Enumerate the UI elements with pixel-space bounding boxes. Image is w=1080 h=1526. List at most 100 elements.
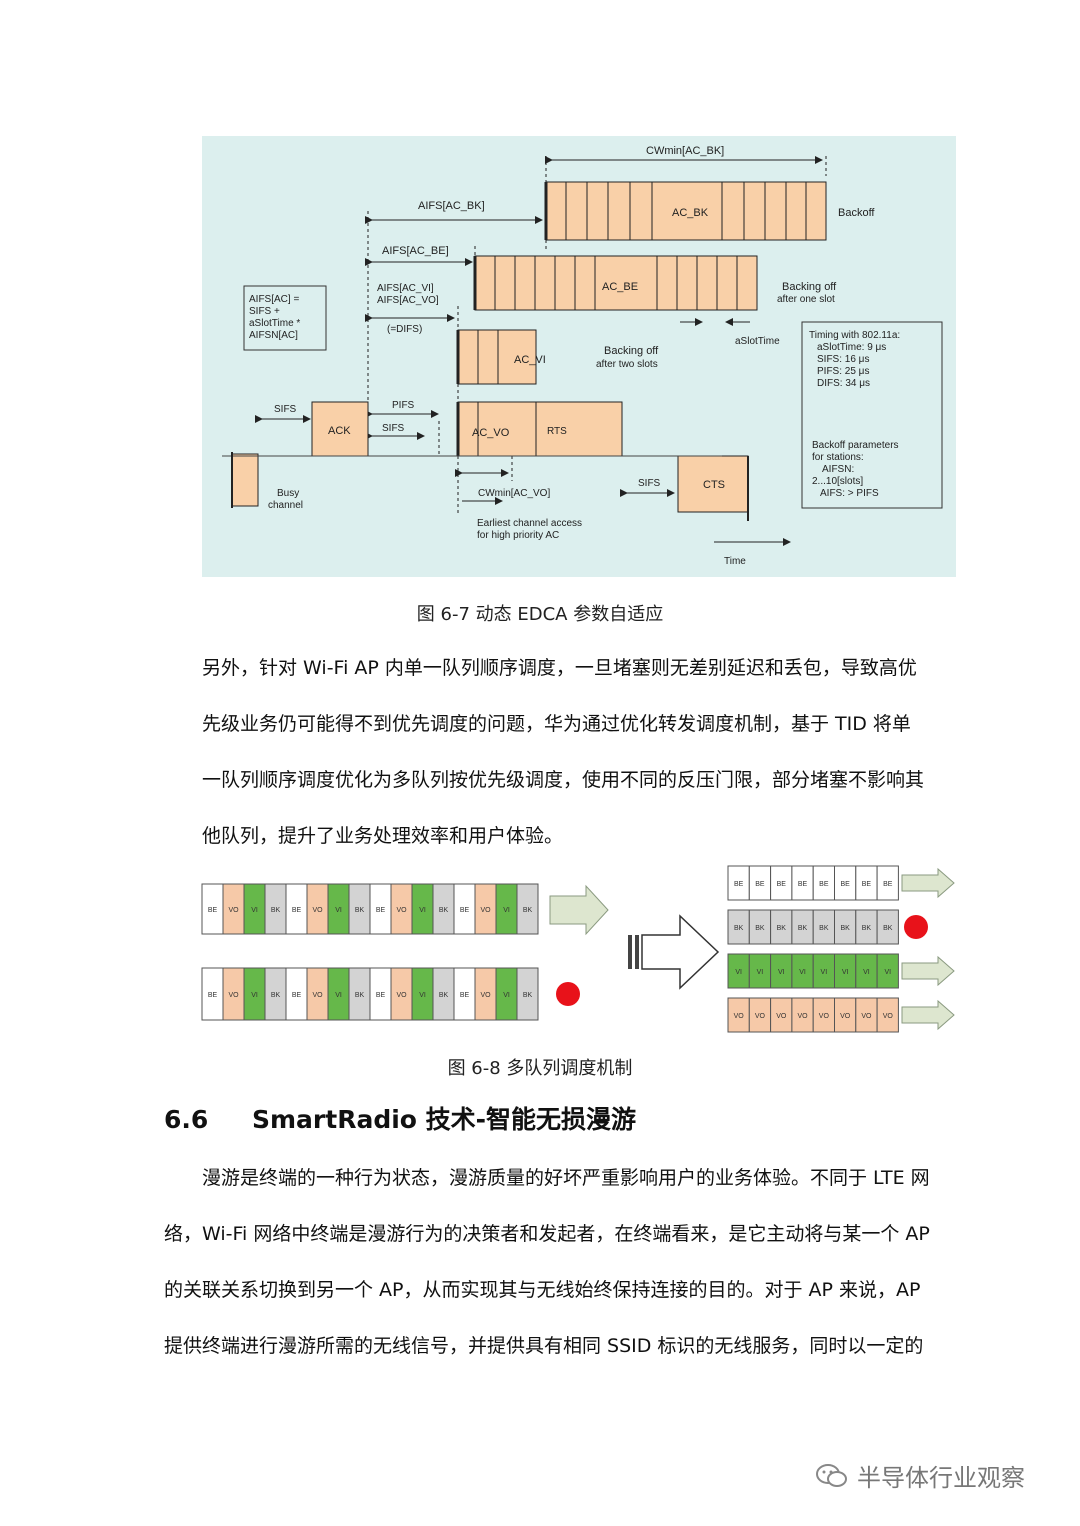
params-line-1: Backoff parameters bbox=[812, 440, 899, 451]
congestion-dot-bottom bbox=[556, 982, 580, 1006]
paragraph-line: 漫游是终端的一种行为状态，漫游质量的好坏严重影响用户的业务体验。不同于 LTE … bbox=[202, 1167, 930, 1189]
queue-cell-label: BK bbox=[271, 992, 281, 999]
queue-cell-label: VI bbox=[419, 992, 426, 999]
multi-queue-cell bbox=[876, 865, 899, 901]
queue-cell-label: BK bbox=[523, 992, 533, 999]
params-line-3: AIFSN: bbox=[822, 464, 854, 475]
timing-line-4: PIFS: 25 μs bbox=[817, 366, 869, 377]
queue-cell-label: BE bbox=[292, 907, 302, 914]
queue-cell-label: VO bbox=[312, 992, 323, 999]
queue-cell-label: BE bbox=[460, 992, 470, 999]
multi-queue-cell bbox=[876, 909, 899, 945]
label-aifs-vi: AIFS[AC_VI] bbox=[377, 283, 434, 294]
queue-cell-label: VI bbox=[335, 992, 342, 999]
queue-cell bbox=[516, 883, 539, 935]
queue-cell-label: VO bbox=[312, 907, 323, 914]
queue-cell-label: BE bbox=[208, 992, 218, 999]
multi-queue-cell-label: VI bbox=[799, 969, 806, 976]
multi-queue-cell-label: VO bbox=[819, 1013, 830, 1020]
queue-cell-label: VI bbox=[503, 992, 510, 999]
label-aifs-be: AIFS[AC_BE] bbox=[382, 245, 449, 257]
timing-line-2: aSlotTime: 9 μs bbox=[817, 342, 886, 353]
queue-cell-label: VO bbox=[396, 992, 407, 999]
label-ac-bk: AC_BK bbox=[672, 207, 709, 219]
multi-queue-cell-label: VO bbox=[776, 1013, 787, 1020]
label-sifs-2: SIFS bbox=[382, 423, 405, 434]
queue-cell-label: VO bbox=[480, 907, 491, 914]
label-ack: ACK bbox=[328, 425, 351, 437]
multi-queue-cell-label: VO bbox=[840, 1013, 851, 1020]
multi-queue-cell-label: BE bbox=[777, 881, 787, 888]
queue-cell-label: VO bbox=[396, 907, 407, 914]
label-rts: RTS bbox=[547, 426, 567, 437]
section-number: 6.6 bbox=[164, 1105, 209, 1134]
multi-queue-cell-label: VO bbox=[797, 1013, 808, 1020]
label-cwmin-bk: CWmin[AC_BK] bbox=[646, 145, 724, 157]
queue-cell-label: VO bbox=[228, 907, 239, 914]
multi-queue-cell-label: VI bbox=[863, 969, 870, 976]
queue-cell-label: VO bbox=[228, 992, 239, 999]
multi-queue-cell-label: BK bbox=[883, 925, 893, 932]
label-pifs: PIFS bbox=[392, 400, 415, 411]
timing-line-3: SIFS: 16 μs bbox=[817, 354, 869, 365]
multi-queue-cell-label: BE bbox=[798, 881, 808, 888]
formula-line-3: aSlotTime * bbox=[249, 318, 300, 329]
section-title: SmartRadio 技术-智能无损漫游 bbox=[252, 1105, 637, 1134]
multi-queue-cell-label: BK bbox=[755, 925, 765, 932]
queue-arrow bbox=[901, 955, 955, 987]
multi-queue-cell-label: BK bbox=[734, 925, 744, 932]
paragraph-line: 先级业务仍可能得不到优先调度的问题，华为通过优化转发调度机制，基于 TID 将单 bbox=[202, 713, 911, 735]
queue-cell-label: VI bbox=[335, 907, 342, 914]
multi-queue-cell-label: VI bbox=[842, 969, 849, 976]
multi-queue-cell-label: BE bbox=[840, 881, 850, 888]
queue-cell-label: BK bbox=[355, 992, 365, 999]
multi-queue-cell-label: BK bbox=[777, 925, 787, 932]
multi-queue-cell-label: VI bbox=[778, 969, 785, 976]
multi-queue-cell-label: VO bbox=[734, 1013, 745, 1020]
queue-cell-label: VI bbox=[251, 992, 258, 999]
paragraph-line: 提供终端进行漫游所需的无线信号，并提供具有相同 SSID 标识的无线服务，同时以… bbox=[164, 1335, 924, 1357]
label-aifs-vo: AIFS[AC_VO] bbox=[377, 295, 439, 306]
paragraph-line: 络，Wi-Fi 网络中终端是漫游行为的决策者和发起者，在终端看来，是它主动将与某… bbox=[164, 1223, 930, 1245]
multi-queue-cell-label: VO bbox=[755, 1013, 766, 1020]
label-backing-off-two-1: Backing off bbox=[604, 345, 659, 357]
paragraph-line: 的关联关系切换到另一个 AP，从而实现其与无线始终保持连接的目的。对于 AP 来… bbox=[164, 1279, 921, 1301]
label-aslottime: aSlotTime bbox=[735, 336, 780, 347]
queue-cell-label: BE bbox=[376, 907, 386, 914]
queue-cell bbox=[516, 967, 539, 1021]
label-sifs-3: SIFS bbox=[638, 478, 661, 489]
section-heading: 6.6 SmartRadio 技术-智能无损漫游 bbox=[164, 1100, 636, 1136]
params-line-4: 2...10[slots] bbox=[812, 476, 863, 487]
formula-line-2: SIFS + bbox=[249, 306, 280, 317]
figure-caption-6-7: 图 6-7 动态 EDCA 参数自适应 bbox=[416, 604, 664, 625]
label-ac-be: AC_BE bbox=[602, 281, 638, 293]
queue-cell-label: BE bbox=[376, 992, 386, 999]
multi-queue-cell-label: VI bbox=[735, 969, 742, 976]
congestion-dot bbox=[904, 915, 928, 939]
queue-arrow bbox=[901, 867, 955, 899]
multi-queue-cell-label: VO bbox=[883, 1013, 894, 1020]
params-line-5: AIFS: > PIFS bbox=[820, 488, 879, 499]
edca-diagram: CWmin[AC_BK] AIFS[AC_BK] AC_BK Backoff A… bbox=[202, 136, 956, 577]
queue-cell-label: BE bbox=[292, 992, 302, 999]
queue-cell-label: BK bbox=[355, 907, 365, 914]
queue-cell-label: VI bbox=[503, 907, 510, 914]
label-time: Time bbox=[724, 556, 746, 567]
label-difs: (=DIFS) bbox=[387, 324, 422, 335]
label-backing-off-one-2: after one slot bbox=[777, 294, 835, 305]
wechat-icon bbox=[816, 1463, 847, 1487]
timing-line-5: DIFS: 34 μs bbox=[817, 378, 870, 389]
multi-queue-cell-label: BK bbox=[862, 925, 872, 932]
label-backing-off-two-2: after two slots bbox=[596, 359, 658, 370]
multi-queue-diagram: BE VO VI BK BE VO VI BK BE VO VI BK BE VO VI BK BE VO VI B… bbox=[201, 865, 955, 1033]
multi-queue-cell-label: BE bbox=[755, 881, 765, 888]
paragraph-line: 一队列顺序调度优化为多队列按优先级调度，使用不同的反压门限，部分堵塞不影响其 bbox=[202, 769, 925, 791]
label-earliest-2: for high priority AC bbox=[477, 530, 559, 541]
queue-cell-label: BK bbox=[439, 907, 449, 914]
multi-queue-cell-label: BK bbox=[819, 925, 829, 932]
multi-queue-cell-label: VI bbox=[757, 969, 764, 976]
multi-queue-cell bbox=[876, 953, 899, 989]
label-aifs-bk: AIFS[AC_BK] bbox=[418, 200, 485, 212]
label-earliest-1: Earliest channel access bbox=[477, 518, 582, 529]
